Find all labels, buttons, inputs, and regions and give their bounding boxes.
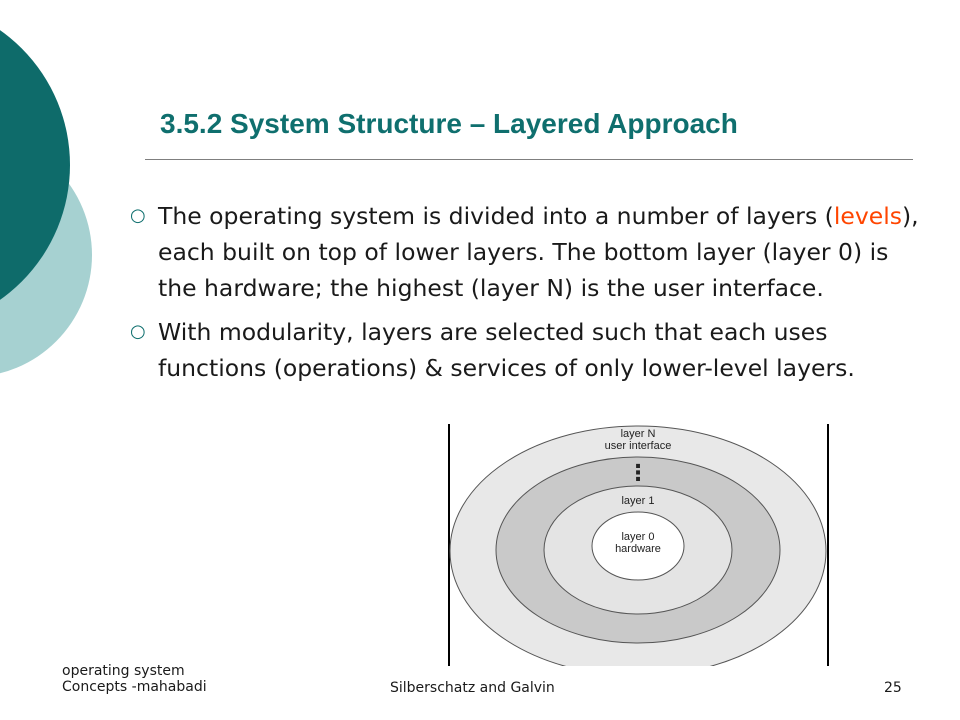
ellipsis-label: ⋮: [627, 461, 649, 486]
footer-line-1: operating system: [62, 663, 185, 679]
bullet-text-post: ), each built on top of lower layers. Th…: [158, 202, 919, 302]
bullet-list: ○ The operating system is divided into a…: [130, 198, 930, 394]
layer-0-core: [591, 511, 685, 581]
hardware-label: hardware: [615, 543, 661, 555]
page-number: 25: [884, 680, 902, 696]
slide-title: 3.5.2 System Structure – Layered Approac…: [160, 108, 738, 139]
layer-n-label: layer N: [621, 428, 656, 440]
bullet-item: ○ The operating system is divided into a…: [130, 198, 930, 306]
bullet-marker-icon: ○: [130, 205, 146, 226]
layered-os-diagram: layer N user interface ⋮ layer 1 layer 0…: [448, 424, 830, 666]
title-divider: [145, 159, 913, 160]
footer-course-name: operating system Concepts -mahabadi: [62, 663, 242, 695]
layer-1-label: layer 1: [621, 495, 654, 507]
user-interface-label: user interface: [605, 440, 672, 452]
bullet-marker-icon: ○: [130, 321, 146, 342]
dark-teal-circle: [0, 30, 70, 300]
layer-0-label: layer 0: [621, 531, 654, 543]
highlight-word: levels: [833, 202, 902, 230]
bullet-text-pre: The operating system is divided into a n…: [158, 202, 834, 230]
bullet-text: With modularity, layers are selected suc…: [158, 318, 855, 382]
bullet-item: ○ With modularity, layers are selected s…: [130, 314, 930, 386]
footer-authors: Silberschatz and Galvin: [390, 680, 555, 696]
footer-line-2: Concepts -mahabadi: [62, 679, 207, 695]
